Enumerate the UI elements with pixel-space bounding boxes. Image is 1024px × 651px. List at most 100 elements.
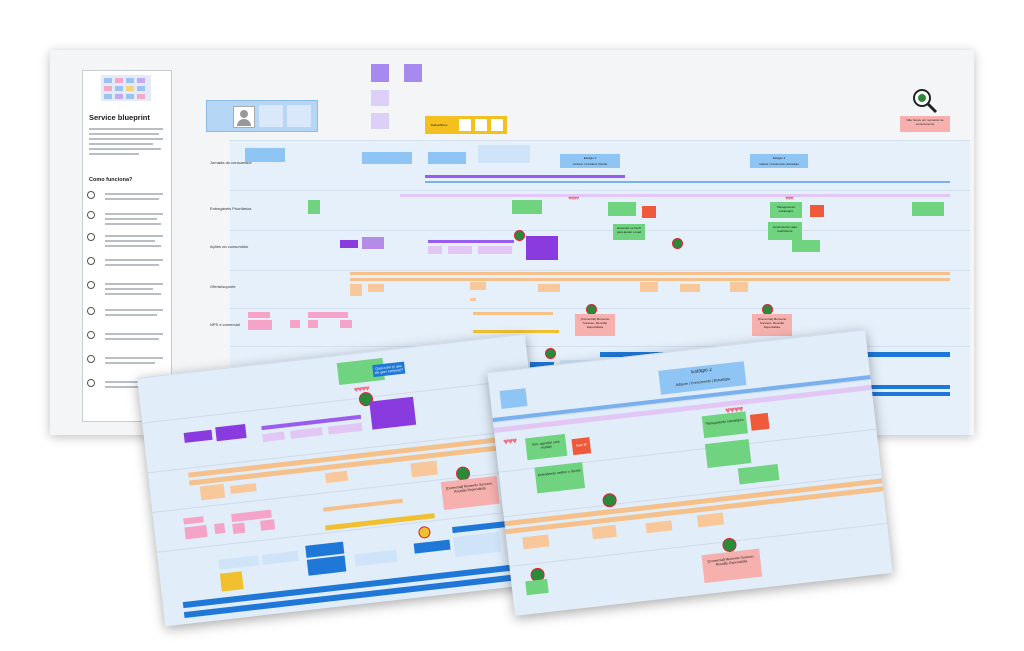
sticky-comercial[interactable]: [Comercial] Momento Sucesso, Reunião Esp… [752,314,792,336]
section-heading: Como funciona? [89,177,133,183]
lane-support [230,270,970,309]
journey-step[interactable] [245,148,285,162]
lane-label: NPS e comercial [210,322,240,327]
sticky-pink[interactable] [308,320,318,328]
lane-label: Entregáveis Prioritários [210,206,252,211]
award-badge-icon [672,238,683,249]
magnifier-logo-icon [912,88,938,114]
step-circle-icon[interactable] [87,191,95,199]
sticky-pink[interactable] [248,320,272,330]
sticky-pink[interactable] [248,312,270,318]
hearts-reaction: ♥♥♥♥ [568,196,579,202]
journey-note[interactable] [478,145,530,163]
steps-list [87,191,167,416]
stage-1-header[interactable] [499,388,528,409]
sticky-purple[interactable] [371,64,389,82]
sticky-peach[interactable] [538,284,560,292]
yellow-bar [473,330,559,333]
sticky-red[interactable] [749,412,770,431]
step-circle-icon[interactable] [87,307,95,315]
description-line [89,153,139,155]
actions-bar [428,240,514,243]
sticky-peach[interactable] [350,284,362,296]
sticky-lavender[interactable] [371,90,389,106]
sticky-peach[interactable] [199,483,226,501]
deliverables-bar [400,194,950,197]
award-badge-icon [514,230,525,241]
sticky-green[interactable] [525,578,549,596]
sticky-pink[interactable] [308,312,348,318]
sticky-comercial[interactable]: [Comercial] Momento Sucesso, Reunião Esp… [575,314,615,336]
sticky-peach[interactable] [410,460,438,478]
sticky-purple[interactable] [362,237,384,249]
info-sidebar: Service blueprint Como funciona? [82,70,172,422]
description-line [89,143,153,145]
hearts-reaction: ♥♥♥ [502,435,517,447]
journey-step[interactable] [362,152,412,164]
sticky-lilac[interactable] [478,246,512,254]
step-circle-icon[interactable] [87,379,95,387]
step-circle-icon[interactable] [87,211,95,219]
sticky-tactical[interactable]: Planejamento estratégico [770,202,802,218]
step-circle-icon[interactable] [87,355,95,363]
sticky-pink[interactable] [232,522,246,534]
sticky-lilac[interactable] [448,246,472,254]
sticky-peach[interactable] [368,284,384,292]
sticky-green-note[interactable]: Entender se há fit para ajudar o lead [613,224,645,240]
sticky-green-note[interactable]: Sim, agendar uma reunião [525,433,568,461]
sticky-peach[interactable] [640,282,658,292]
blueprint-board: Service blueprint Como funciona? [50,50,974,435]
sticky-pink[interactable] [260,519,276,531]
step-circle-icon[interactable] [87,331,95,339]
sticky-purple[interactable] [340,240,358,248]
sticky-red[interactable] [642,206,656,218]
description-line [89,133,159,135]
persona-card[interactable] [206,100,318,132]
sticky-green[interactable] [608,202,636,216]
sticky-yellow[interactable] [219,571,244,592]
hearts-reaction: ♥♥♥ [785,196,794,202]
sticky-green-note[interactable]: Entendendo melhor o cliente [534,462,586,494]
blueprint-thumbnail [101,75,151,101]
stage-1-header[interactable]: Estágio 1 Conhece | Considera | Decide [560,154,620,168]
sticky-peach[interactable] [680,284,700,292]
sticky-green[interactable] [308,200,320,214]
sticky-lilac[interactable] [428,246,442,254]
zoom-card-right: Estágio 2 Adquire | Crescimento | Estrat… [487,329,893,616]
sticky-peach[interactable] [730,282,748,292]
sticky-pink[interactable] [290,320,300,328]
description-line [89,128,163,130]
description-line [89,138,163,140]
sticky-red[interactable]: Sem fit [571,437,592,456]
sticky-green[interactable] [792,240,820,252]
sticky-purple-large[interactable] [526,236,558,260]
timeline-bar-blue [425,181,950,183]
sticky-green[interactable] [912,202,944,216]
step-circle-icon[interactable] [87,233,95,241]
lane-label: Oferta/suporte [210,284,236,289]
step-circle-icon[interactable] [87,281,95,289]
sticky-green[interactable] [704,439,752,468]
sticky-pink[interactable] [184,525,208,540]
sticky-green[interactable] [512,200,542,214]
sticky-pink[interactable] [214,522,226,535]
support-bar [350,278,950,281]
sticky-purple-large[interactable] [369,396,417,430]
sticky-red[interactable] [810,205,824,217]
sticky-peach[interactable] [470,282,486,290]
note-no-closing[interactable]: Não houve um momento de encerramento [900,116,950,132]
journey-step[interactable] [428,152,466,164]
description-line [89,148,161,150]
sticky-lavender[interactable] [371,113,389,129]
sidebar-title: Service blueprint [89,113,150,122]
avatar-icon [233,106,255,128]
step-circle-icon[interactable] [87,257,95,265]
sticky-green-note[interactable]: Entendendo cada lead/cliente [768,222,802,240]
sticky-purple[interactable] [404,64,422,82]
sticky-pink[interactable] [340,320,352,328]
support-bar [350,272,950,275]
stage-2-header[interactable]: Estágio 2 Adquire | Crescimento | Estrat… [750,154,808,168]
filters-card[interactable]: Dados/filtros [425,116,507,134]
lane-label: Jornada do consumidor [210,160,252,165]
timeline-bar-purple [425,175,625,178]
